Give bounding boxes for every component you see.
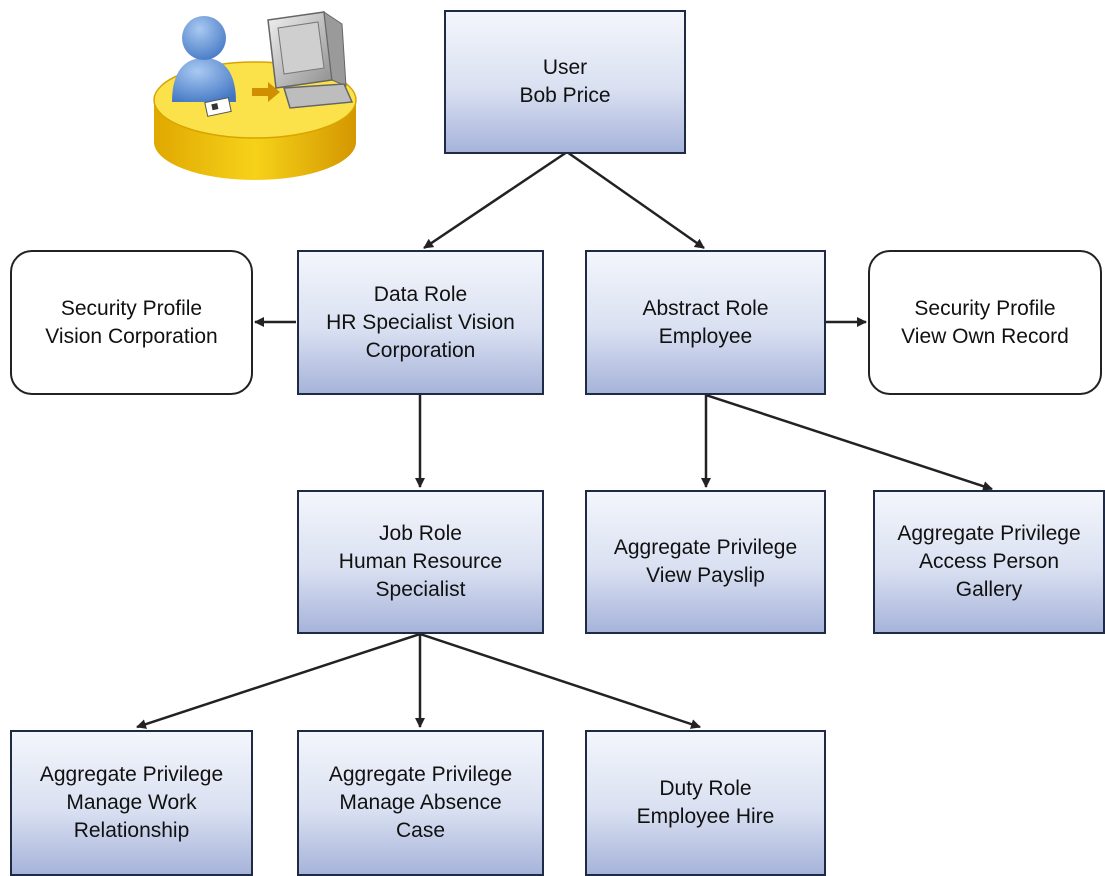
arrow-job-role-to-employee-hire — [419, 632, 701, 729]
node-access-person-gallery-line-3: Gallery — [955, 578, 1023, 601]
node-manage-absence-case: Aggregate Privilege Manage Absence Case — [297, 730, 544, 876]
node-duty-role-employee-hire: Duty Role Employee Hire — [585, 730, 826, 876]
arrow-job-role-to-manage-work — [136, 632, 421, 729]
node-view-payslip-line-1: Aggregate Privilege — [613, 536, 798, 559]
node-job-role-line-3: Specialist — [375, 578, 466, 601]
arrow-user-to-abstract-role — [566, 150, 705, 250]
node-access-person-gallery: Aggregate Privilege Access Person Galler… — [873, 490, 1105, 634]
node-data-role-line-3: Corporation — [365, 338, 476, 362]
node-data-role-line-2: HR Specialist Vision — [326, 310, 515, 334]
node-job-role-line-1: Job Role — [379, 522, 462, 545]
node-manage-work-relationship-line-2: Manage Work — [66, 791, 197, 814]
node-access-person-gallery-line-1: Aggregate Privilege — [897, 522, 1081, 545]
node-security-profile-own-record: Security Profile View Own Record — [868, 250, 1102, 395]
node-security-profile-own-record-line-1: Security Profile — [914, 296, 1056, 320]
node-user: User Bob Price — [444, 10, 686, 154]
node-data-role: Data Role HR Specialist Vision Corporati… — [297, 250, 544, 395]
node-abstract-role: Abstract Role Employee — [585, 250, 826, 395]
node-security-profile-vision: Security Profile Vision Corporation — [10, 250, 253, 395]
node-duty-role-employee-hire-line-1: Duty Role — [659, 777, 752, 800]
arrow-abstract-role-to-access-gallery — [705, 393, 993, 491]
node-view-payslip: Aggregate Privilege View Payslip — [585, 490, 826, 634]
node-security-profile-vision-line-1: Security Profile — [60, 296, 203, 320]
node-data-role-line-1: Data Role — [373, 282, 468, 306]
node-user-line-2: Bob Price — [519, 84, 611, 107]
node-abstract-role-line-2: Employee — [658, 324, 753, 348]
user-at-workstation-icon — [153, 10, 357, 180]
node-manage-work-relationship-line-1: Aggregate Privilege — [39, 763, 224, 786]
node-manage-work-relationship: Aggregate Privilege Manage Work Relation… — [10, 730, 253, 876]
node-manage-absence-case-line-1: Aggregate Privilege — [328, 763, 513, 786]
node-job-role: Job Role Human Resource Specialist — [297, 490, 544, 634]
node-abstract-role-line-1: Abstract Role — [642, 296, 769, 320]
node-job-role-line-2: Human Resource — [338, 550, 503, 573]
node-manage-absence-case-line-2: Manage Absence — [339, 791, 502, 814]
node-manage-absence-case-line-3: Case — [395, 819, 446, 842]
node-duty-role-employee-hire-line-2: Employee Hire — [636, 805, 775, 828]
node-security-profile-vision-line-2: Vision Corporation — [45, 324, 218, 348]
node-view-payslip-line-2: View Payslip — [646, 564, 765, 587]
node-user-line-1: User — [542, 56, 588, 79]
node-security-profile-own-record-line-2: View Own Record — [901, 324, 1069, 348]
node-manage-work-relationship-line-3: Relationship — [73, 819, 190, 842]
node-access-person-gallery-line-2: Access Person — [918, 550, 1060, 573]
arrow-user-to-data-role — [423, 150, 568, 250]
